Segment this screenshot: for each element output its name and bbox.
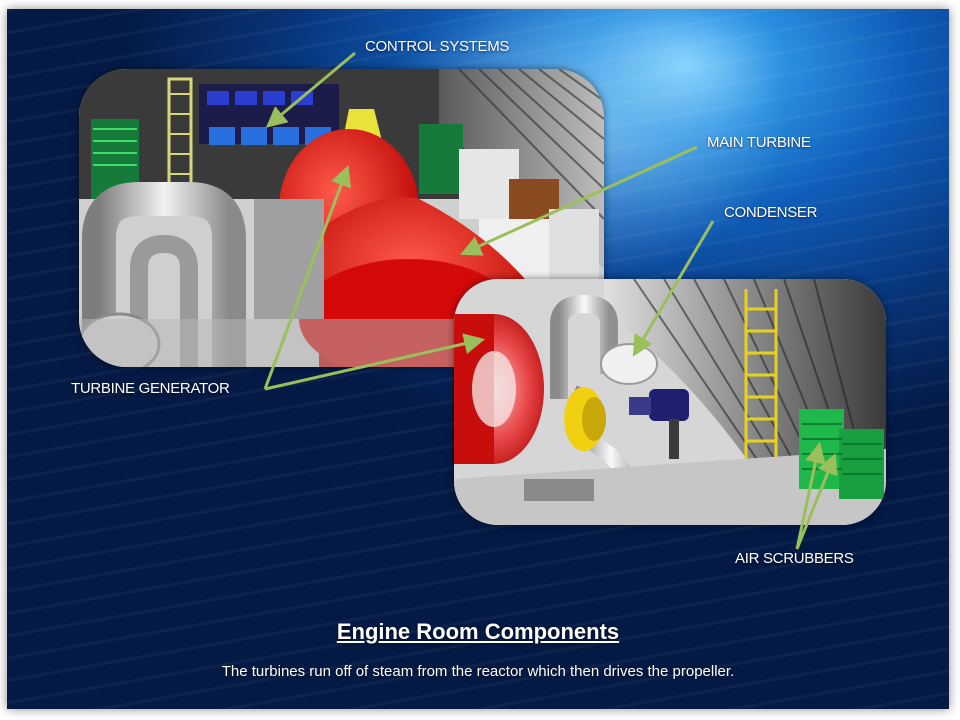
air-scrubbers-arrow-1 <box>795 441 826 550</box>
slide-title: Engine Room Components <box>336 619 620 644</box>
control-systems-arrow <box>265 51 356 128</box>
callout-arrows <box>263 51 838 550</box>
condenser-arrow <box>632 220 715 357</box>
turbine-generator-label: TURBINE GENERATOR <box>71 380 230 397</box>
engine-room-illustration-2 <box>454 279 886 525</box>
air-scrubbers-label: AIR SCRUBBERS <box>735 550 854 567</box>
engine-room-photo-2 <box>454 279 886 525</box>
main-turbine-label: MAIN TURBINE <box>707 134 811 151</box>
air-scrubbers-arrow-2 <box>795 453 838 550</box>
turbine-generator-arrow-1 <box>263 165 351 390</box>
control-systems-label: CONTROL SYSTEMS <box>365 38 510 55</box>
turbine-generator-arrow-2 <box>264 333 486 391</box>
condenser-label: CONDENSER <box>724 204 818 221</box>
slide-background: CONTROL SYSTEMS MAIN TURBINE CONDENSER T… <box>7 9 949 709</box>
slide-subtitle: The turbines run off of steam from the r… <box>221 663 735 680</box>
main-turbine-arrow <box>460 145 698 256</box>
